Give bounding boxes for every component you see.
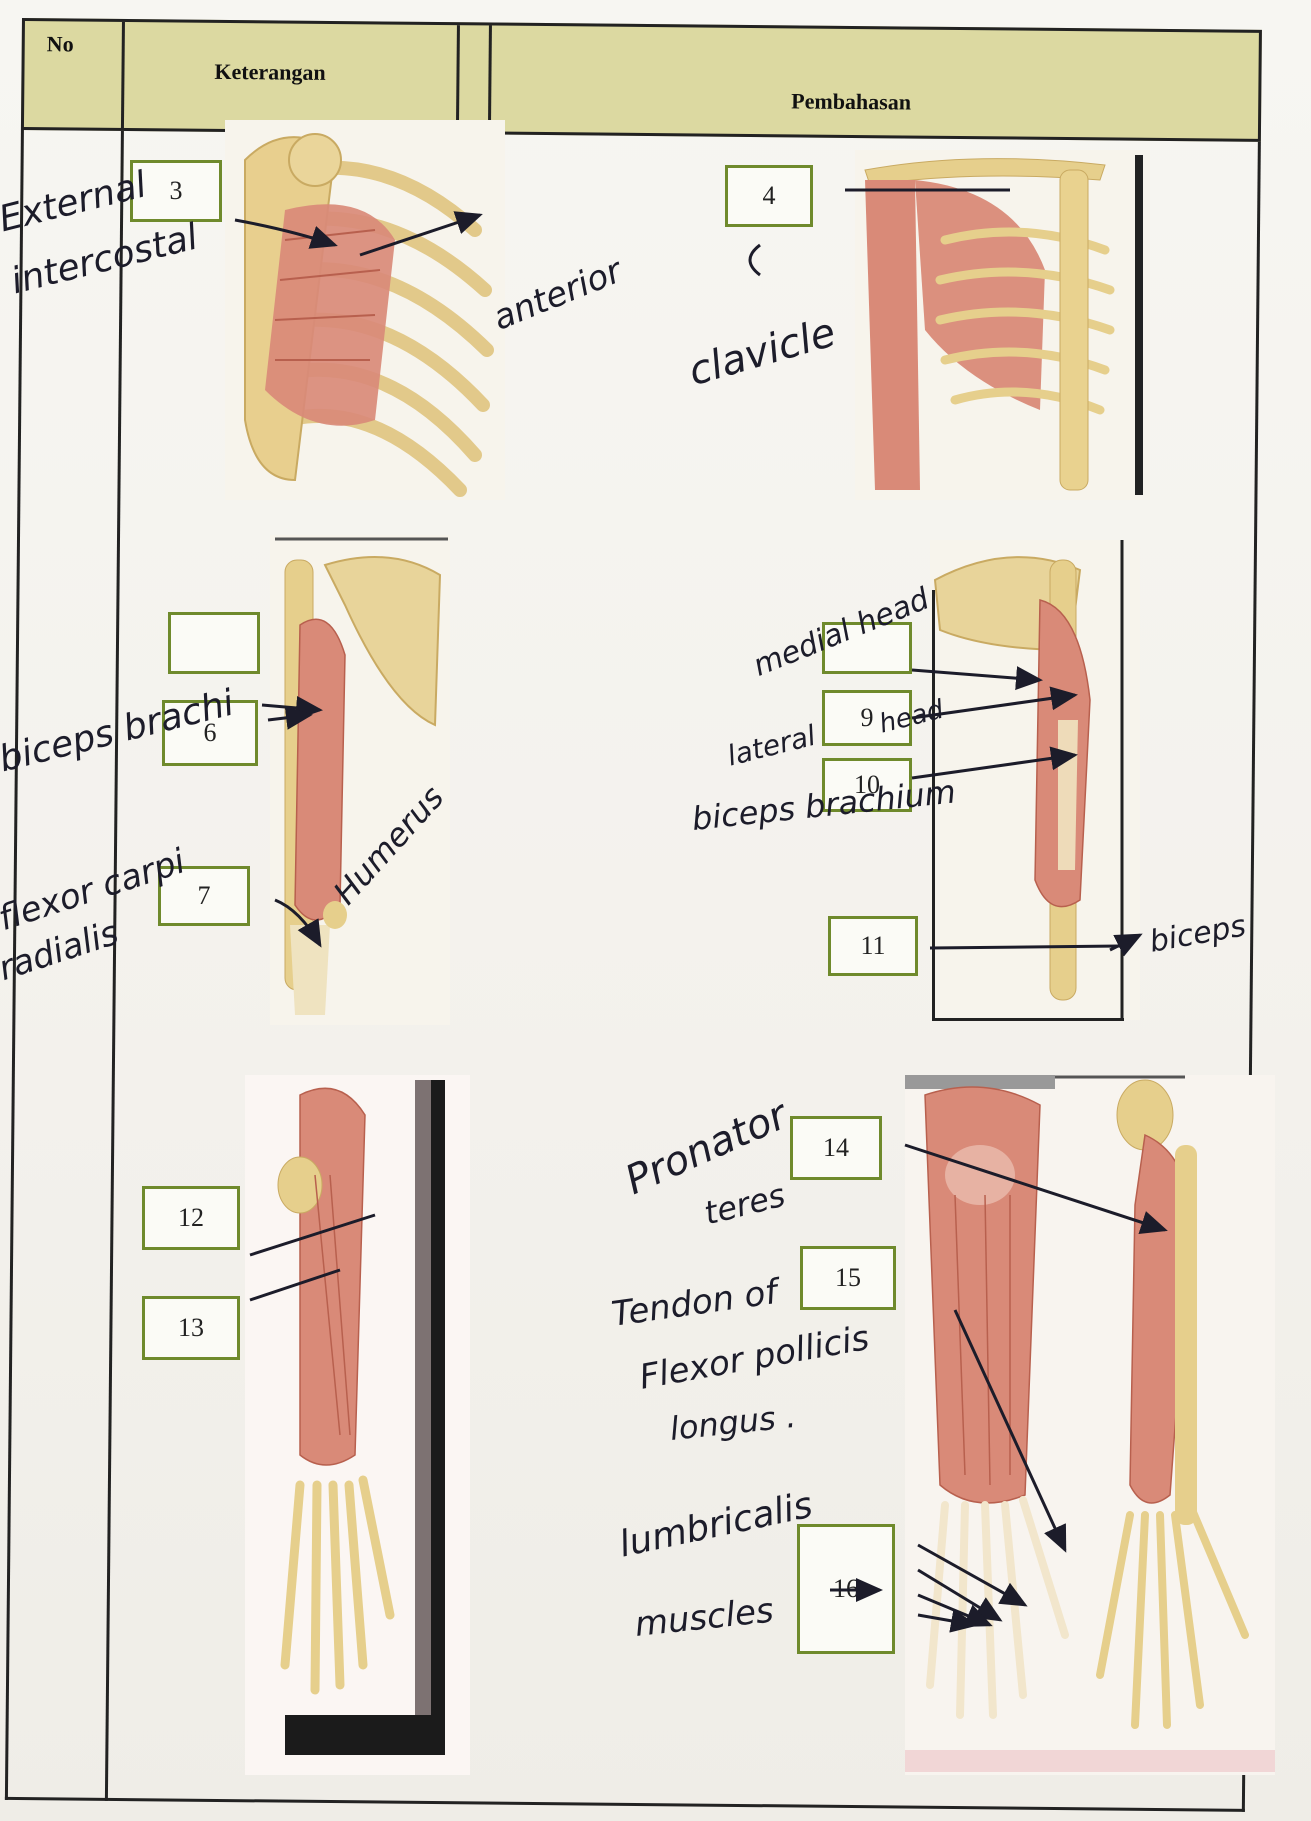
header-no: No	[24, 21, 125, 128]
header-separator	[459, 25, 492, 131]
forearm-hand-illustration-1	[245, 1075, 470, 1775]
label-box-13[interactable]: 13	[142, 1296, 240, 1360]
header-pembahasan-label: Pembahasan	[791, 88, 911, 115]
label-box-12[interactable]: 12	[142, 1186, 240, 1250]
header-no-label: No	[47, 31, 74, 57]
header-keterangan: Keterangan	[124, 22, 460, 131]
label-box-4[interactable]: 4	[725, 165, 813, 227]
ribcage-illustration	[225, 120, 505, 500]
label-box-5[interactable]	[168, 612, 260, 674]
thorax-illustration	[855, 150, 1150, 500]
box-bottom-line	[932, 1018, 1124, 1021]
label-box-15[interactable]: 15	[800, 1246, 896, 1310]
table-header: No Keterangan Pembahasan	[21, 18, 1262, 142]
label-box-14[interactable]: 14	[790, 1116, 882, 1180]
header-pembahasan: Pembahasan	[491, 26, 1262, 139]
arm-illustration-2	[930, 540, 1140, 1020]
forearm-hand-illustration-2	[905, 1075, 1275, 1775]
label-box-11[interactable]: 11	[828, 916, 918, 976]
label-box-16[interactable]: 16	[797, 1524, 895, 1654]
header-keterangan-label: Keterangan	[214, 59, 325, 86]
